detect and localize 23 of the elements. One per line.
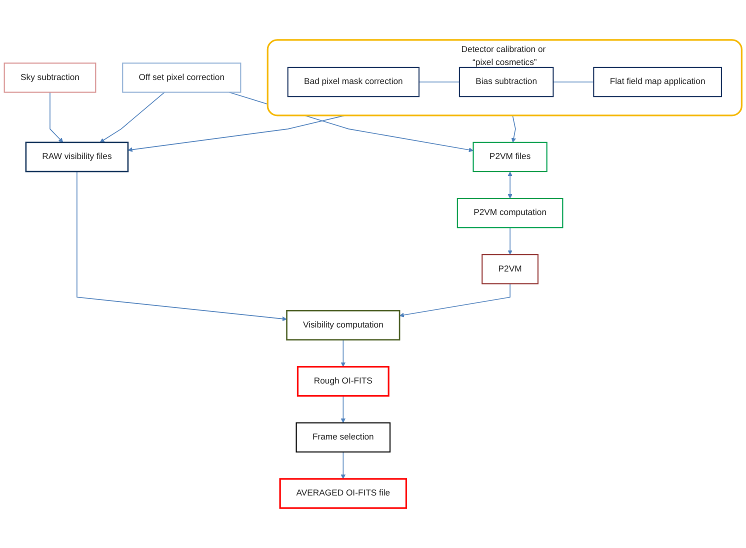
arrow	[399, 283, 510, 318]
node-box: Off set pixel correction	[122, 62, 242, 93]
node-box: Bias subtraction	[458, 66, 554, 98]
arrow	[511, 115, 516, 143]
arrow	[76, 171, 287, 322]
node-box: RAW visibility files	[25, 142, 129, 172]
arrow	[508, 227, 512, 255]
node-box: Rough OI-FITS	[296, 366, 390, 397]
node-box: AVERAGED OI-FITS file	[279, 478, 408, 509]
arrow	[508, 172, 512, 199]
arrow	[50, 92, 64, 143]
node-box: Flat field map application	[593, 66, 722, 98]
node-box: Visibility computation	[286, 310, 400, 340]
node-box: P2VM computation	[456, 198, 564, 228]
node-box: P2VM	[482, 254, 539, 284]
node-box: P2VM files	[472, 142, 548, 172]
arrow	[340, 452, 346, 480]
arrow	[340, 339, 346, 367]
node-box: Frame selection	[296, 422, 391, 452]
node-box: Bad pixel mask correction	[287, 66, 420, 98]
node-box: Sky subtraction	[4, 62, 96, 93]
arrow	[340, 395, 346, 424]
arrow	[100, 92, 165, 143]
